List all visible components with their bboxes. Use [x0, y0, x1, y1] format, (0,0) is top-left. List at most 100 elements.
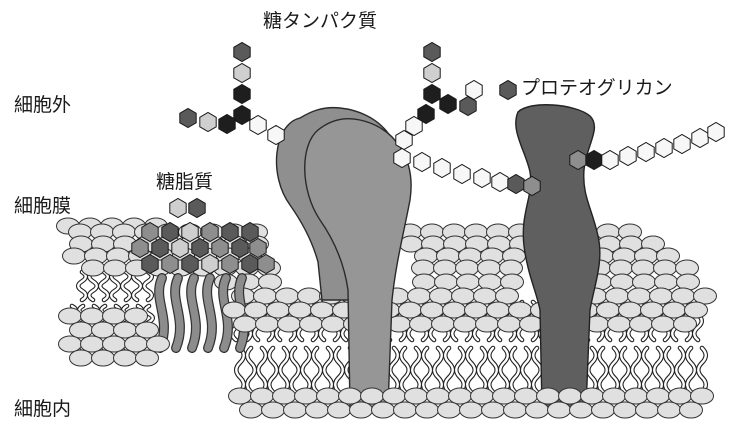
lipid-tail	[621, 348, 629, 392]
lipid-tail	[632, 348, 640, 392]
sugar-hexagon	[152, 239, 168, 258]
lipid-head	[479, 274, 502, 290]
lipid-head	[306, 402, 329, 418]
lipid-tail	[654, 348, 662, 392]
lipid-head	[147, 336, 170, 352]
extracellular-label: 細胞外	[14, 96, 71, 115]
sugar-hexagon	[222, 255, 238, 274]
sugar-hexagon	[234, 106, 250, 125]
sugar-hexagon	[200, 113, 216, 132]
membrane-label: 細胞膜	[14, 197, 71, 216]
lipid-head	[317, 388, 340, 404]
lipid-tail	[643, 348, 651, 392]
lipid-tail	[489, 348, 497, 392]
sugar-hexagon	[524, 177, 540, 196]
sugar-hexagon	[142, 223, 158, 242]
sugar-hexagon	[620, 147, 636, 166]
lipid-head	[443, 302, 466, 318]
sugar-hexagon	[219, 115, 235, 134]
lipid-head	[636, 402, 659, 418]
lipid-head	[498, 316, 521, 332]
lipid-head	[223, 302, 246, 318]
lipid-head	[278, 316, 301, 332]
lipid-head	[416, 402, 439, 418]
lipid-tail	[335, 348, 343, 392]
lipid-head	[339, 388, 362, 404]
sugar-hexagon	[250, 116, 266, 135]
lipid-head	[114, 322, 137, 338]
lipid-head	[328, 402, 351, 418]
lipid-head	[597, 302, 620, 318]
lipid-head	[81, 308, 104, 324]
sugar-hexagon	[202, 223, 218, 242]
lipid-tail	[144, 272, 152, 300]
lipid-tail	[478, 348, 486, 392]
sugar-hexagon	[708, 123, 724, 142]
lipid-head	[245, 302, 268, 318]
lipid-head	[438, 402, 461, 418]
lipid-head	[493, 388, 516, 404]
sugar-hexagon	[222, 223, 238, 242]
sugar-hexagon	[656, 139, 672, 158]
lipid-head	[526, 402, 549, 418]
lipid-head	[59, 308, 82, 324]
sugar-hexagon	[602, 151, 618, 170]
lipid-tail	[522, 348, 530, 392]
lipid-tail	[423, 348, 431, 392]
lipid-tail	[533, 348, 541, 392]
lipid-tail	[434, 348, 442, 392]
lipid-head	[413, 274, 436, 290]
lipid-head	[608, 316, 631, 332]
sugar-hexagon	[424, 43, 440, 62]
lipid-tail	[412, 348, 420, 392]
sugar-hexagon	[674, 135, 690, 154]
lipid-tail	[302, 348, 310, 392]
lipid-tail	[258, 348, 266, 392]
proteoglycan-label: プロテオグリカン	[521, 79, 673, 98]
lipid-head	[229, 388, 252, 404]
lipid-head	[548, 402, 571, 418]
sugar-hexagon	[189, 199, 205, 218]
sugar-hexagon	[202, 255, 218, 274]
lipid-head	[655, 274, 678, 290]
lipid-head	[372, 402, 395, 418]
sugar-hexagon	[424, 85, 440, 104]
lipid-tail	[698, 348, 706, 392]
lipid-head	[520, 316, 543, 332]
sugar-hexagon	[258, 255, 274, 274]
sugar-hexagon	[242, 255, 258, 274]
lipid-head	[394, 402, 417, 418]
lipid-head	[487, 302, 510, 318]
sugar-hexagon	[424, 64, 440, 83]
lipid-head	[289, 302, 312, 318]
lipid-head	[603, 388, 626, 404]
lipid-tail	[687, 348, 695, 392]
lipid-head	[70, 322, 93, 338]
lipid-tail	[280, 348, 288, 392]
lipid-head	[630, 316, 653, 332]
lipid-tail	[500, 348, 508, 392]
lipid-head	[504, 402, 527, 418]
lipid-head	[103, 336, 126, 352]
lipid-head	[125, 336, 148, 352]
sugar-hexagon	[586, 151, 602, 170]
sugar-hexagon	[242, 223, 258, 242]
sugar-hexagon	[132, 239, 148, 258]
sugar-hexagon	[182, 223, 198, 242]
lipid-head	[619, 302, 642, 318]
lipid-tail	[511, 348, 519, 392]
lipid-head	[259, 274, 282, 290]
sugar-hexagon	[234, 43, 250, 62]
lipid-head	[559, 388, 582, 404]
lipid-head	[435, 274, 458, 290]
lipid-head	[92, 350, 115, 366]
lipid-head	[570, 402, 593, 418]
lipid-head	[300, 316, 323, 332]
lipid-head	[625, 388, 648, 404]
sugar-hexagon	[414, 153, 430, 172]
lipid-head	[421, 302, 444, 318]
lipid-tail	[291, 348, 299, 392]
sugar-hexagon	[182, 255, 198, 274]
